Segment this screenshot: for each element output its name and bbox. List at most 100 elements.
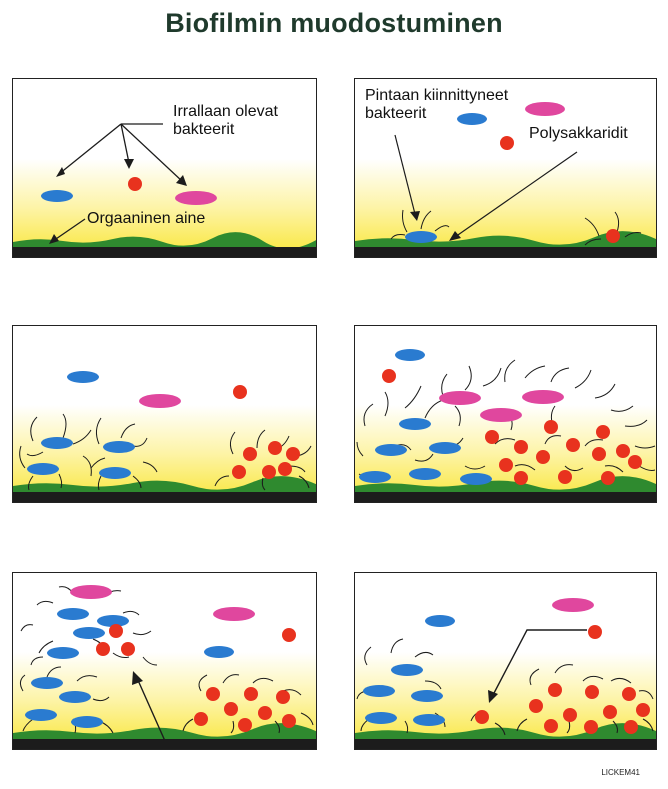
detaching-polysaccharide bbox=[121, 642, 135, 656]
biofilm-polysaccharide bbox=[238, 718, 252, 732]
substrate-surface bbox=[355, 739, 656, 749]
biofilm-bacterium bbox=[411, 690, 443, 702]
biofilm-polysaccharide bbox=[558, 470, 572, 484]
panel-5-detachment bbox=[12, 572, 317, 750]
attached-bacterium bbox=[405, 231, 437, 243]
free-bacterium-pink bbox=[525, 102, 565, 116]
free-bacterium-blue bbox=[67, 371, 99, 383]
colony-polysaccharide bbox=[262, 465, 276, 479]
diagram-title: Biofilmin muodostuminen bbox=[165, 8, 503, 38]
biofilm-polysaccharide bbox=[544, 719, 558, 733]
organic-matter-layer bbox=[355, 476, 656, 494]
recolonization-arrow bbox=[492, 629, 587, 696]
pointer-arrows bbox=[52, 123, 184, 242]
biofilm-polysaccharide bbox=[566, 438, 580, 452]
biofilm-bacterium bbox=[31, 677, 63, 689]
biofilm-polysaccharide bbox=[596, 425, 610, 439]
colony-polysaccharide bbox=[268, 441, 282, 455]
recolonization-arrowhead bbox=[488, 690, 498, 703]
biofilm-bacterium bbox=[375, 444, 407, 456]
recolonizing-polysaccharide bbox=[475, 710, 489, 724]
panel-4-mature-biofilm bbox=[354, 325, 657, 503]
biofilm-polysaccharide bbox=[224, 702, 238, 716]
footer-code: LICKEM41 bbox=[601, 768, 640, 777]
panel-4-drawing bbox=[355, 349, 656, 502]
biofilm-bacterium bbox=[391, 664, 423, 676]
free-bacterium-pink bbox=[175, 191, 217, 205]
biofilm-polysaccharide bbox=[514, 471, 528, 485]
polysaccharide-particle bbox=[282, 628, 296, 642]
biofilm-polysaccharide bbox=[244, 687, 258, 701]
organic-matter-layer bbox=[355, 231, 656, 249]
fibrils bbox=[356, 638, 654, 736]
panel-1-drawing bbox=[13, 123, 316, 257]
free-bacterium-blue bbox=[425, 615, 455, 627]
biofilm-bacterium bbox=[409, 468, 441, 480]
detaching-polysaccharide bbox=[109, 624, 123, 638]
attached-bacterium-fibrils bbox=[390, 209, 642, 246]
biofilm-polysaccharide bbox=[514, 440, 528, 454]
polysaccharide-particle bbox=[382, 369, 396, 383]
biofilm-polysaccharide bbox=[499, 458, 513, 472]
biofilm-polysaccharide bbox=[624, 720, 638, 734]
biofilm-bacterium bbox=[359, 471, 391, 483]
substrate-surface bbox=[13, 492, 316, 502]
biofilm-polysaccharide bbox=[628, 455, 642, 469]
substrate-surface bbox=[13, 247, 316, 257]
organic-matter-layer bbox=[355, 723, 656, 741]
free-bacterium-pink bbox=[213, 607, 255, 621]
polysaccharide-particle bbox=[128, 177, 142, 191]
colony-polysaccharide bbox=[232, 465, 246, 479]
biofilm-polysaccharide bbox=[544, 420, 558, 434]
biofilm-polysaccharide bbox=[258, 706, 272, 720]
biofilm-polysaccharide bbox=[636, 703, 650, 717]
colony-bacterium bbox=[99, 467, 131, 479]
attached-polysaccharide bbox=[606, 229, 620, 243]
biofilm-polysaccharide bbox=[563, 708, 577, 722]
organic-matter-layer bbox=[13, 723, 316, 741]
detaching-polysaccharide bbox=[96, 642, 110, 656]
colony-bacterium bbox=[41, 437, 73, 449]
biofilm-bacterium bbox=[363, 685, 395, 697]
free-bacterium-pink bbox=[552, 598, 594, 612]
panel-3-microcolonies bbox=[12, 325, 317, 503]
detaching-bacterium bbox=[57, 608, 89, 620]
colony-polysaccharide bbox=[278, 462, 292, 476]
biofilm-polysaccharide bbox=[592, 447, 606, 461]
colony-bacterium bbox=[27, 463, 59, 475]
biofilm-polysaccharide bbox=[603, 705, 617, 719]
biofilm-polysaccharide bbox=[616, 444, 630, 458]
biofilm-polysaccharide bbox=[601, 471, 615, 485]
biofilm-bacterium bbox=[460, 473, 492, 485]
biofilm-bacterium-pink bbox=[522, 390, 564, 404]
panel-3-drawing bbox=[13, 371, 316, 502]
label-polysaccharides: Polysakkaridit bbox=[529, 125, 628, 142]
substrate-surface bbox=[355, 492, 656, 502]
biofilm-polysaccharide bbox=[622, 687, 636, 701]
biofilm-bacterium bbox=[71, 716, 103, 728]
fibrils bbox=[19, 586, 314, 734]
biofilm-bacterium-pink bbox=[439, 391, 481, 405]
biofilm-polysaccharide bbox=[585, 685, 599, 699]
biofilm-polysaccharide bbox=[206, 687, 220, 701]
detaching-bacterium bbox=[73, 627, 105, 639]
colony-fibrils bbox=[19, 413, 312, 491]
biofilm-polysaccharide bbox=[194, 712, 208, 726]
panel-5-drawing bbox=[13, 585, 316, 749]
biofilm-bacterium bbox=[399, 418, 431, 430]
biofilm-polysaccharide bbox=[276, 690, 290, 704]
biofilm-bacterium-pink bbox=[480, 408, 522, 422]
detaching-bacterium bbox=[97, 615, 129, 627]
biofilm-bacterium bbox=[365, 712, 397, 724]
free-bacterium-blue bbox=[457, 113, 487, 125]
panel-6-recolonization bbox=[354, 572, 657, 750]
biofilm-bacterium bbox=[429, 442, 461, 454]
polysaccharide-particle bbox=[233, 385, 247, 399]
detachment-arrow bbox=[136, 677, 166, 742]
biofilm-polysaccharide bbox=[536, 450, 550, 464]
detaching-bacterium-pink bbox=[70, 585, 112, 599]
free-bacterium-pink bbox=[139, 394, 181, 408]
